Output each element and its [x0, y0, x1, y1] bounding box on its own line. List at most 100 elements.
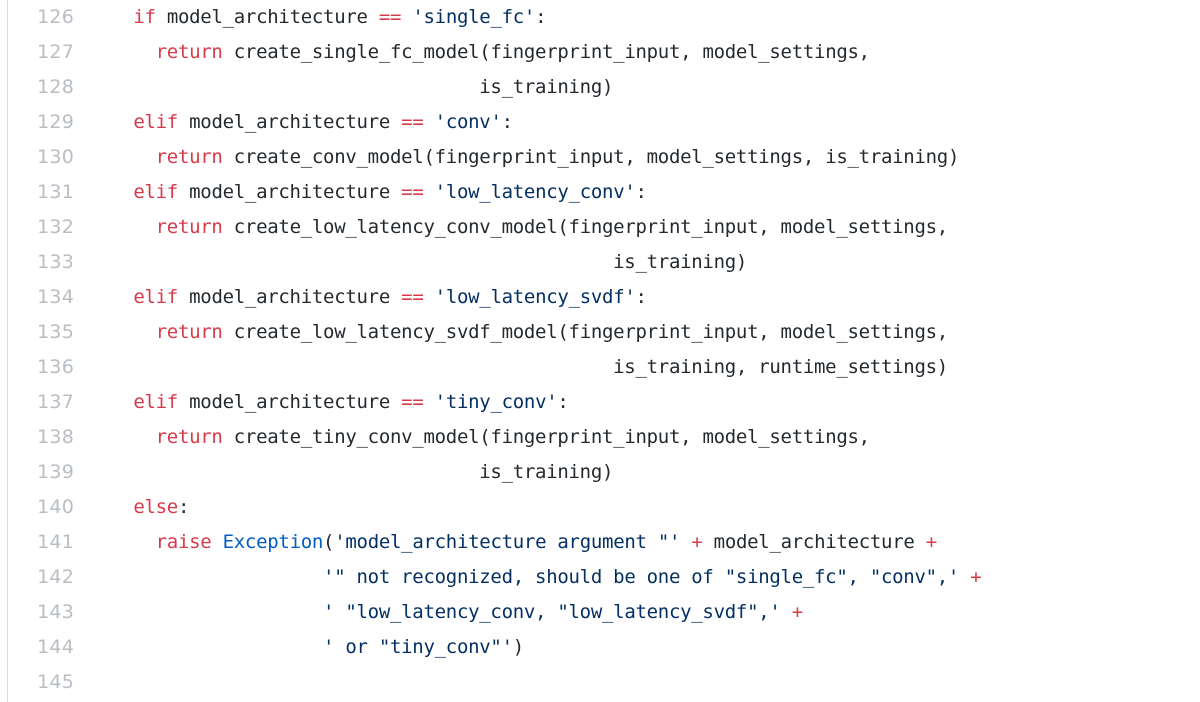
line-number[interactable]: 137: [37, 391, 74, 413]
code-token-pl: [111, 391, 133, 413]
code-token-pl: ): [512, 636, 524, 658]
code-token-op: +: [970, 566, 982, 588]
code-token-op: ==: [401, 286, 424, 308]
line-code[interactable]: elif model_architecture == 'conv':: [90, 105, 1200, 140]
line-number[interactable]: 142: [37, 566, 74, 588]
code-token-pl: model_architecture: [177, 391, 402, 413]
line-number[interactable]: 126: [37, 6, 74, 28]
code-line-row[interactable]: 145: [0, 665, 1200, 700]
line-number[interactable]: 128: [37, 76, 74, 98]
line-number[interactable]: 133: [37, 251, 74, 273]
code-token-str: 'low_latency_conv': [434, 181, 636, 203]
line-code[interactable]: raise Exception('model_architecture argu…: [90, 525, 1200, 560]
line-code[interactable]: [90, 665, 1200, 700]
line-code[interactable]: elif model_architecture == 'low_latency_…: [90, 280, 1200, 315]
line-code[interactable]: if model_architecture == 'single_fc':: [90, 0, 1200, 35]
line-number[interactable]: 145: [37, 671, 74, 693]
code-token-op: ==: [378, 6, 402, 28]
line-code[interactable]: '" not recognized, should be one of "sin…: [90, 560, 1200, 595]
line-number[interactable]: 127: [37, 41, 74, 63]
line-number[interactable]: 139: [37, 461, 74, 483]
line-number[interactable]: 129: [37, 111, 74, 133]
code-token-str: ' "low_latency_conv, "low_latency_svdf",…: [323, 601, 781, 623]
code-token-pl: [111, 216, 156, 238]
code-token-str: 'model_architecture argument "': [334, 531, 681, 553]
line-number[interactable]: 134: [37, 286, 74, 308]
code-line-row[interactable]: 138 return create_tiny_conv_model(finger…: [0, 420, 1200, 455]
line-number[interactable]: 131: [37, 181, 74, 203]
code-token-pl: [111, 531, 156, 553]
code-line-row[interactable]: 139 is_training): [0, 455, 1200, 490]
code-token-pl: [111, 601, 323, 623]
code-token-pl: model_architecture: [177, 286, 402, 308]
code-token-pl: is_training): [111, 76, 614, 98]
line-number[interactable]: 141: [37, 531, 74, 553]
code-line-row[interactable]: 135 return create_low_latency_svdf_model…: [0, 315, 1200, 350]
code-line-row[interactable]: 130 return create_conv_model(fingerprint…: [0, 140, 1200, 175]
code-token-pl: [423, 181, 434, 203]
code-token-pl: [111, 146, 156, 168]
line-number[interactable]: 132: [37, 216, 74, 238]
line-code[interactable]: return create_tiny_conv_model(fingerprin…: [90, 420, 1200, 455]
code-token-pl: is_training): [111, 461, 614, 483]
code-line-row[interactable]: 140 else:: [0, 490, 1200, 525]
line-code[interactable]: return create_low_latency_svdf_model(fin…: [90, 315, 1200, 350]
line-number[interactable]: 140: [37, 496, 74, 518]
code-token-str: 'low_latency_svdf': [434, 286, 636, 308]
code-line-row[interactable]: 141 raise Exception('model_architecture …: [0, 525, 1200, 560]
code-token-kw: elif: [133, 286, 178, 308]
code-token-bi: Exception: [222, 531, 324, 553]
code-line-row[interactable]: 128 is_training): [0, 70, 1200, 105]
code-line-row[interactable]: 129 elif model_architecture == 'conv':: [0, 105, 1200, 140]
line-number[interactable]: 130: [37, 146, 74, 168]
code-token-pl: [680, 531, 691, 553]
code-token-kw: elif: [133, 111, 178, 133]
code-token-pl: [211, 531, 222, 553]
code-token-kw: return: [155, 321, 223, 343]
line-code[interactable]: elif model_architecture == 'low_latency_…: [90, 175, 1200, 210]
code-line-row[interactable]: 144 ' or "tiny_conv"'): [0, 630, 1200, 665]
line-code[interactable]: return create_conv_model(fingerprint_inp…: [90, 140, 1200, 175]
code-line-row[interactable]: 133 is_training): [0, 245, 1200, 280]
line-code[interactable]: elif model_architecture == 'tiny_conv':: [90, 385, 1200, 420]
code-token-pl: :: [635, 286, 647, 308]
code-token-pl: create_low_latency_svdf_model(fingerprin…: [222, 321, 948, 343]
code-token-pl: is_training, runtime_settings): [111, 356, 948, 378]
code-token-pl: create_low_latency_conv_model(fingerprin…: [222, 216, 948, 238]
line-number[interactable]: 135: [37, 321, 74, 343]
code-line-row[interactable]: 137 elif model_architecture == 'tiny_con…: [0, 385, 1200, 420]
code-token-str: 'single_fc': [412, 6, 536, 28]
line-number[interactable]: 138: [37, 426, 74, 448]
code-line-row[interactable]: 126 if model_architecture == 'single_fc'…: [0, 0, 1200, 35]
code-token-kw: return: [155, 41, 223, 63]
code-line-row[interactable]: 134 elif model_architecture == 'low_late…: [0, 280, 1200, 315]
line-code[interactable]: is_training): [90, 245, 1200, 280]
line-number[interactable]: 144: [37, 636, 74, 658]
line-code[interactable]: return create_single_fc_model(fingerprin…: [90, 35, 1200, 70]
line-code[interactable]: return create_low_latency_conv_model(fin…: [90, 210, 1200, 245]
code-token-pl: [111, 286, 133, 308]
code-token-op: ==: [401, 111, 424, 133]
code-line-row[interactable]: 142 '" not recognized, should be one of …: [0, 560, 1200, 595]
code-token-pl: model_architecture: [177, 181, 402, 203]
code-token-pl: [111, 321, 156, 343]
line-code[interactable]: is_training): [90, 455, 1200, 490]
line-code[interactable]: is_training): [90, 70, 1200, 105]
code-token-op: ==: [401, 391, 424, 413]
code-token-kw: raise: [155, 531, 212, 553]
code-line-row[interactable]: 131 elif model_architecture == 'low_late…: [0, 175, 1200, 210]
line-code[interactable]: ' or "tiny_conv"'): [90, 630, 1200, 665]
code-line-row[interactable]: 127 return create_single_fc_model(finger…: [0, 35, 1200, 70]
line-code[interactable]: else:: [90, 490, 1200, 525]
code-token-pl: is_training): [111, 251, 748, 273]
code-line-row[interactable]: 132 return create_low_latency_conv_model…: [0, 210, 1200, 245]
line-code[interactable]: is_training, runtime_settings): [90, 350, 1200, 385]
line-code[interactable]: ' "low_latency_conv, "low_latency_svdf",…: [90, 595, 1200, 630]
code-line-row[interactable]: 136 is_training, runtime_settings): [0, 350, 1200, 385]
line-number[interactable]: 136: [37, 356, 74, 378]
line-number[interactable]: 143: [37, 601, 74, 623]
code-line-row[interactable]: 143 ' "low_latency_conv, "low_latency_sv…: [0, 595, 1200, 630]
